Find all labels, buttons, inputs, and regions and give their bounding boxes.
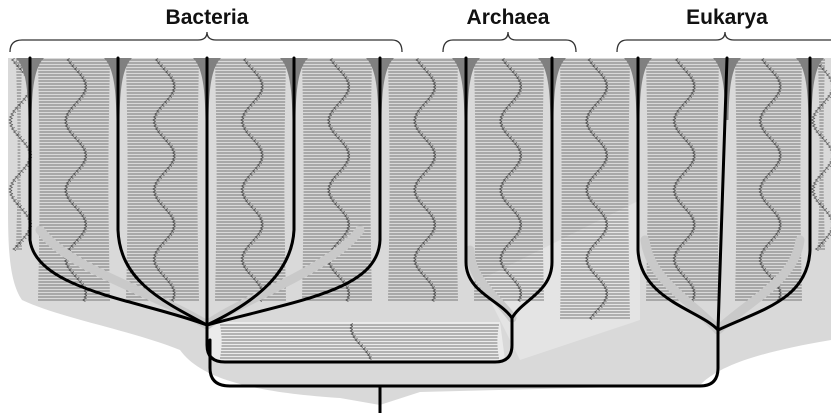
bacteria-label: Bacteria <box>166 6 249 29</box>
bacteria-bracket <box>10 32 402 52</box>
domain-labels: Bacteria Archaea Eukarya <box>166 6 769 29</box>
archaea-label: Archaea <box>467 6 550 29</box>
archaea-bracket <box>443 32 576 52</box>
domain-brackets <box>10 32 831 52</box>
eukarya-label: Eukarya <box>686 6 768 29</box>
eukarya-bracket <box>617 32 831 52</box>
